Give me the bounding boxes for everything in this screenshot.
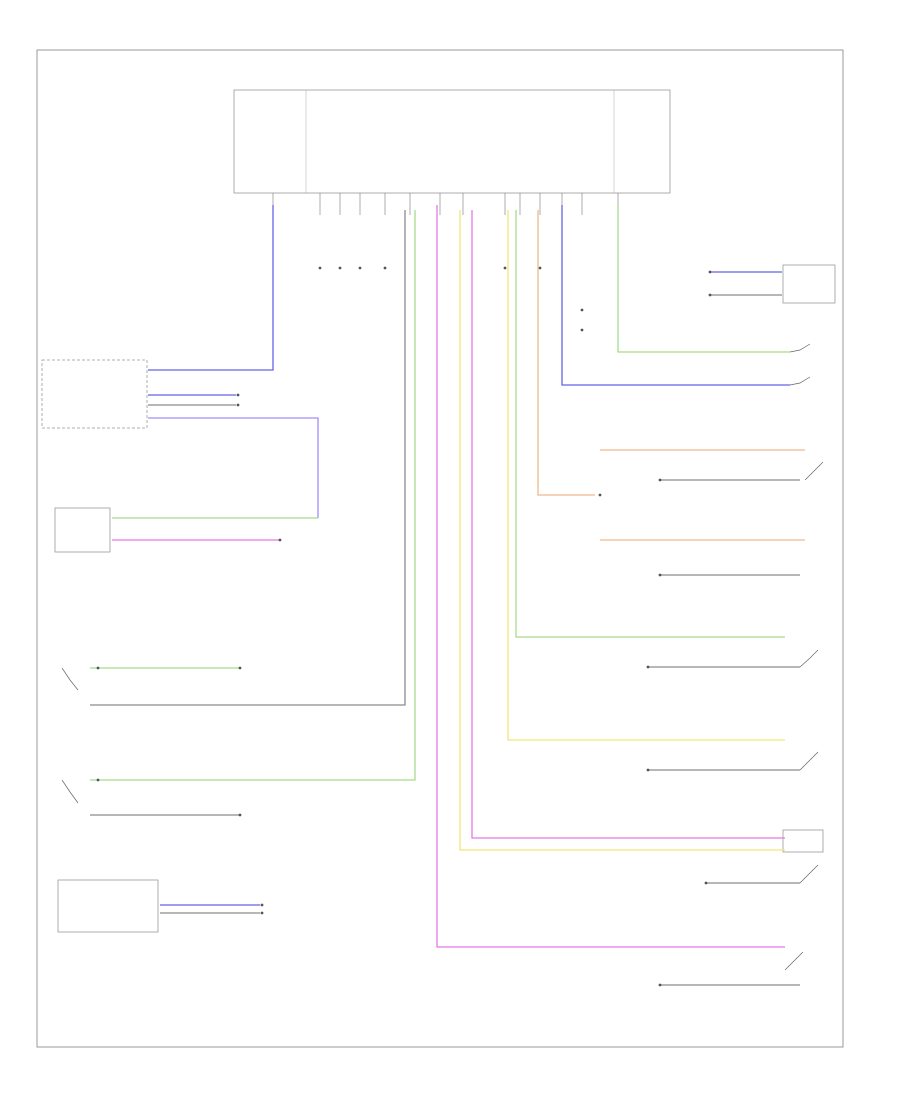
wire-green-right: [617, 205, 790, 353]
switches: [61, 343, 824, 971]
wire-yellow-2: [507, 210, 785, 741]
wire-green-3: [515, 210, 785, 638]
diagram-frame: [36, 49, 844, 1048]
wire-blue-restraints: [148, 205, 274, 371]
wire-pink-2: [471, 210, 785, 839]
ground-dots: [96, 270, 712, 987]
smart-junction-box: [57, 879, 264, 933]
wire-orange-1: [537, 210, 595, 496]
wire-blue-right: [561, 205, 790, 386]
wire-green-left-2: [90, 210, 416, 781]
instrument-cluster: [782, 264, 836, 304]
wire-violet-occupant: [148, 417, 319, 518]
parking-brake-switch: [782, 829, 824, 853]
bcm-module: [233, 89, 671, 332]
wire-yellow-1: [459, 210, 785, 851]
restraints-control-module: [41, 359, 240, 429]
wires: [90, 205, 805, 986]
wire-gray-left-1: [90, 210, 406, 706]
wire-pink-long: [436, 205, 785, 948]
occupant-classification-module: [54, 507, 111, 553]
